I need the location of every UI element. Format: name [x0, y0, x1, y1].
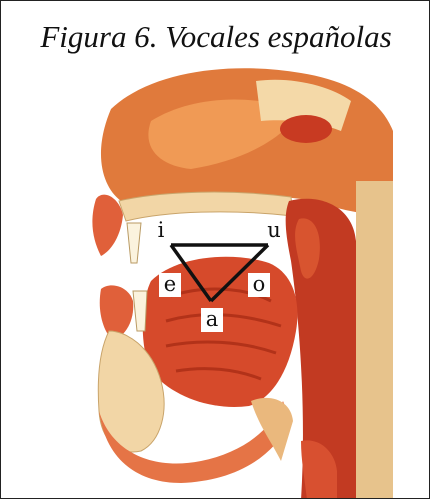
- svg-text:a: a: [206, 307, 219, 331]
- vowel-label-a: a: [201, 307, 223, 332]
- vowel-label-u: u: [263, 218, 285, 243]
- hard-palate: [119, 192, 293, 221]
- vowel-label-i: i: [151, 218, 171, 243]
- lower-incisor: [133, 291, 147, 331]
- svg-text:i: i: [158, 218, 165, 242]
- vowel-label-o: o: [248, 272, 270, 297]
- sinus-red: [280, 115, 332, 143]
- upper-incisor: [127, 223, 141, 263]
- vowel-label-e: e: [159, 272, 181, 297]
- spine-column: [356, 181, 393, 499]
- svg-text:u: u: [267, 218, 281, 242]
- upper-lip: [92, 195, 123, 256]
- svg-text:e: e: [164, 272, 176, 296]
- svg-text:o: o: [253, 272, 266, 296]
